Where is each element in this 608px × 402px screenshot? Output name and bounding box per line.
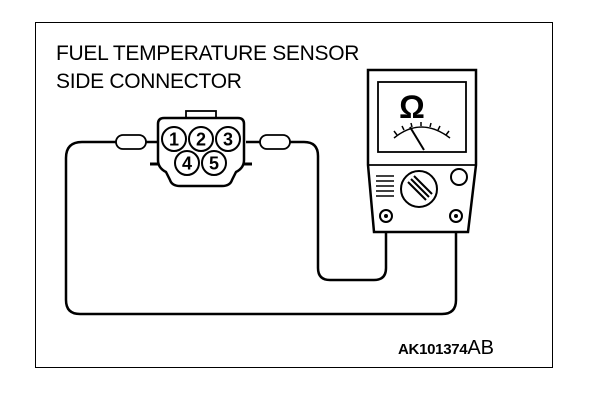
- pin-1-hole: [161, 126, 187, 152]
- meter-display: [377, 81, 467, 153]
- pin-3-hole: [215, 126, 241, 152]
- range-markings: [376, 175, 394, 197]
- pin-label-4: 4: [182, 154, 192, 174]
- probe-right: [246, 134, 291, 150]
- title-line-1: FUEL TEMPERATURE SENSOR: [56, 42, 360, 65]
- figure-suffix: AB: [467, 337, 495, 359]
- diagram-title: FUEL TEMPERATURE SENSOR SIDE CONNECTOR: [56, 40, 359, 96]
- pin-2-hole: [188, 126, 214, 152]
- pin-4-hole: [174, 150, 200, 176]
- zero-adjust-knob: [450, 168, 468, 186]
- range-selector-dial: [400, 170, 438, 208]
- lead-wire-pin-1: [64, 140, 458, 316]
- meter-needle: [409, 126, 425, 151]
- pin-label-3: 3: [223, 130, 233, 150]
- figure-id: AK101374AB: [398, 337, 494, 360]
- ohmmeter-icon: Ω: [366, 68, 478, 234]
- meter-unit-symbol: Ω: [399, 89, 425, 125]
- test-leads: [64, 140, 458, 316]
- diagram-frame: [35, 22, 553, 368]
- pin-5-hole: [201, 150, 227, 176]
- figure-code: AK101374: [398, 341, 468, 358]
- pin-label-1: 1: [169, 130, 179, 150]
- title-line-2: SIDE CONNECTOR: [56, 70, 242, 93]
- pin-label-2: 2: [196, 130, 206, 150]
- meter-scale: [393, 122, 451, 139]
- probe-left: [115, 134, 158, 150]
- connector-pin-holes: [161, 126, 241, 176]
- sensor-connector: 1 2 3 4 5: [150, 110, 252, 188]
- pin-label-5: 5: [209, 154, 219, 174]
- lead-wire-pin-3: [290, 140, 388, 282]
